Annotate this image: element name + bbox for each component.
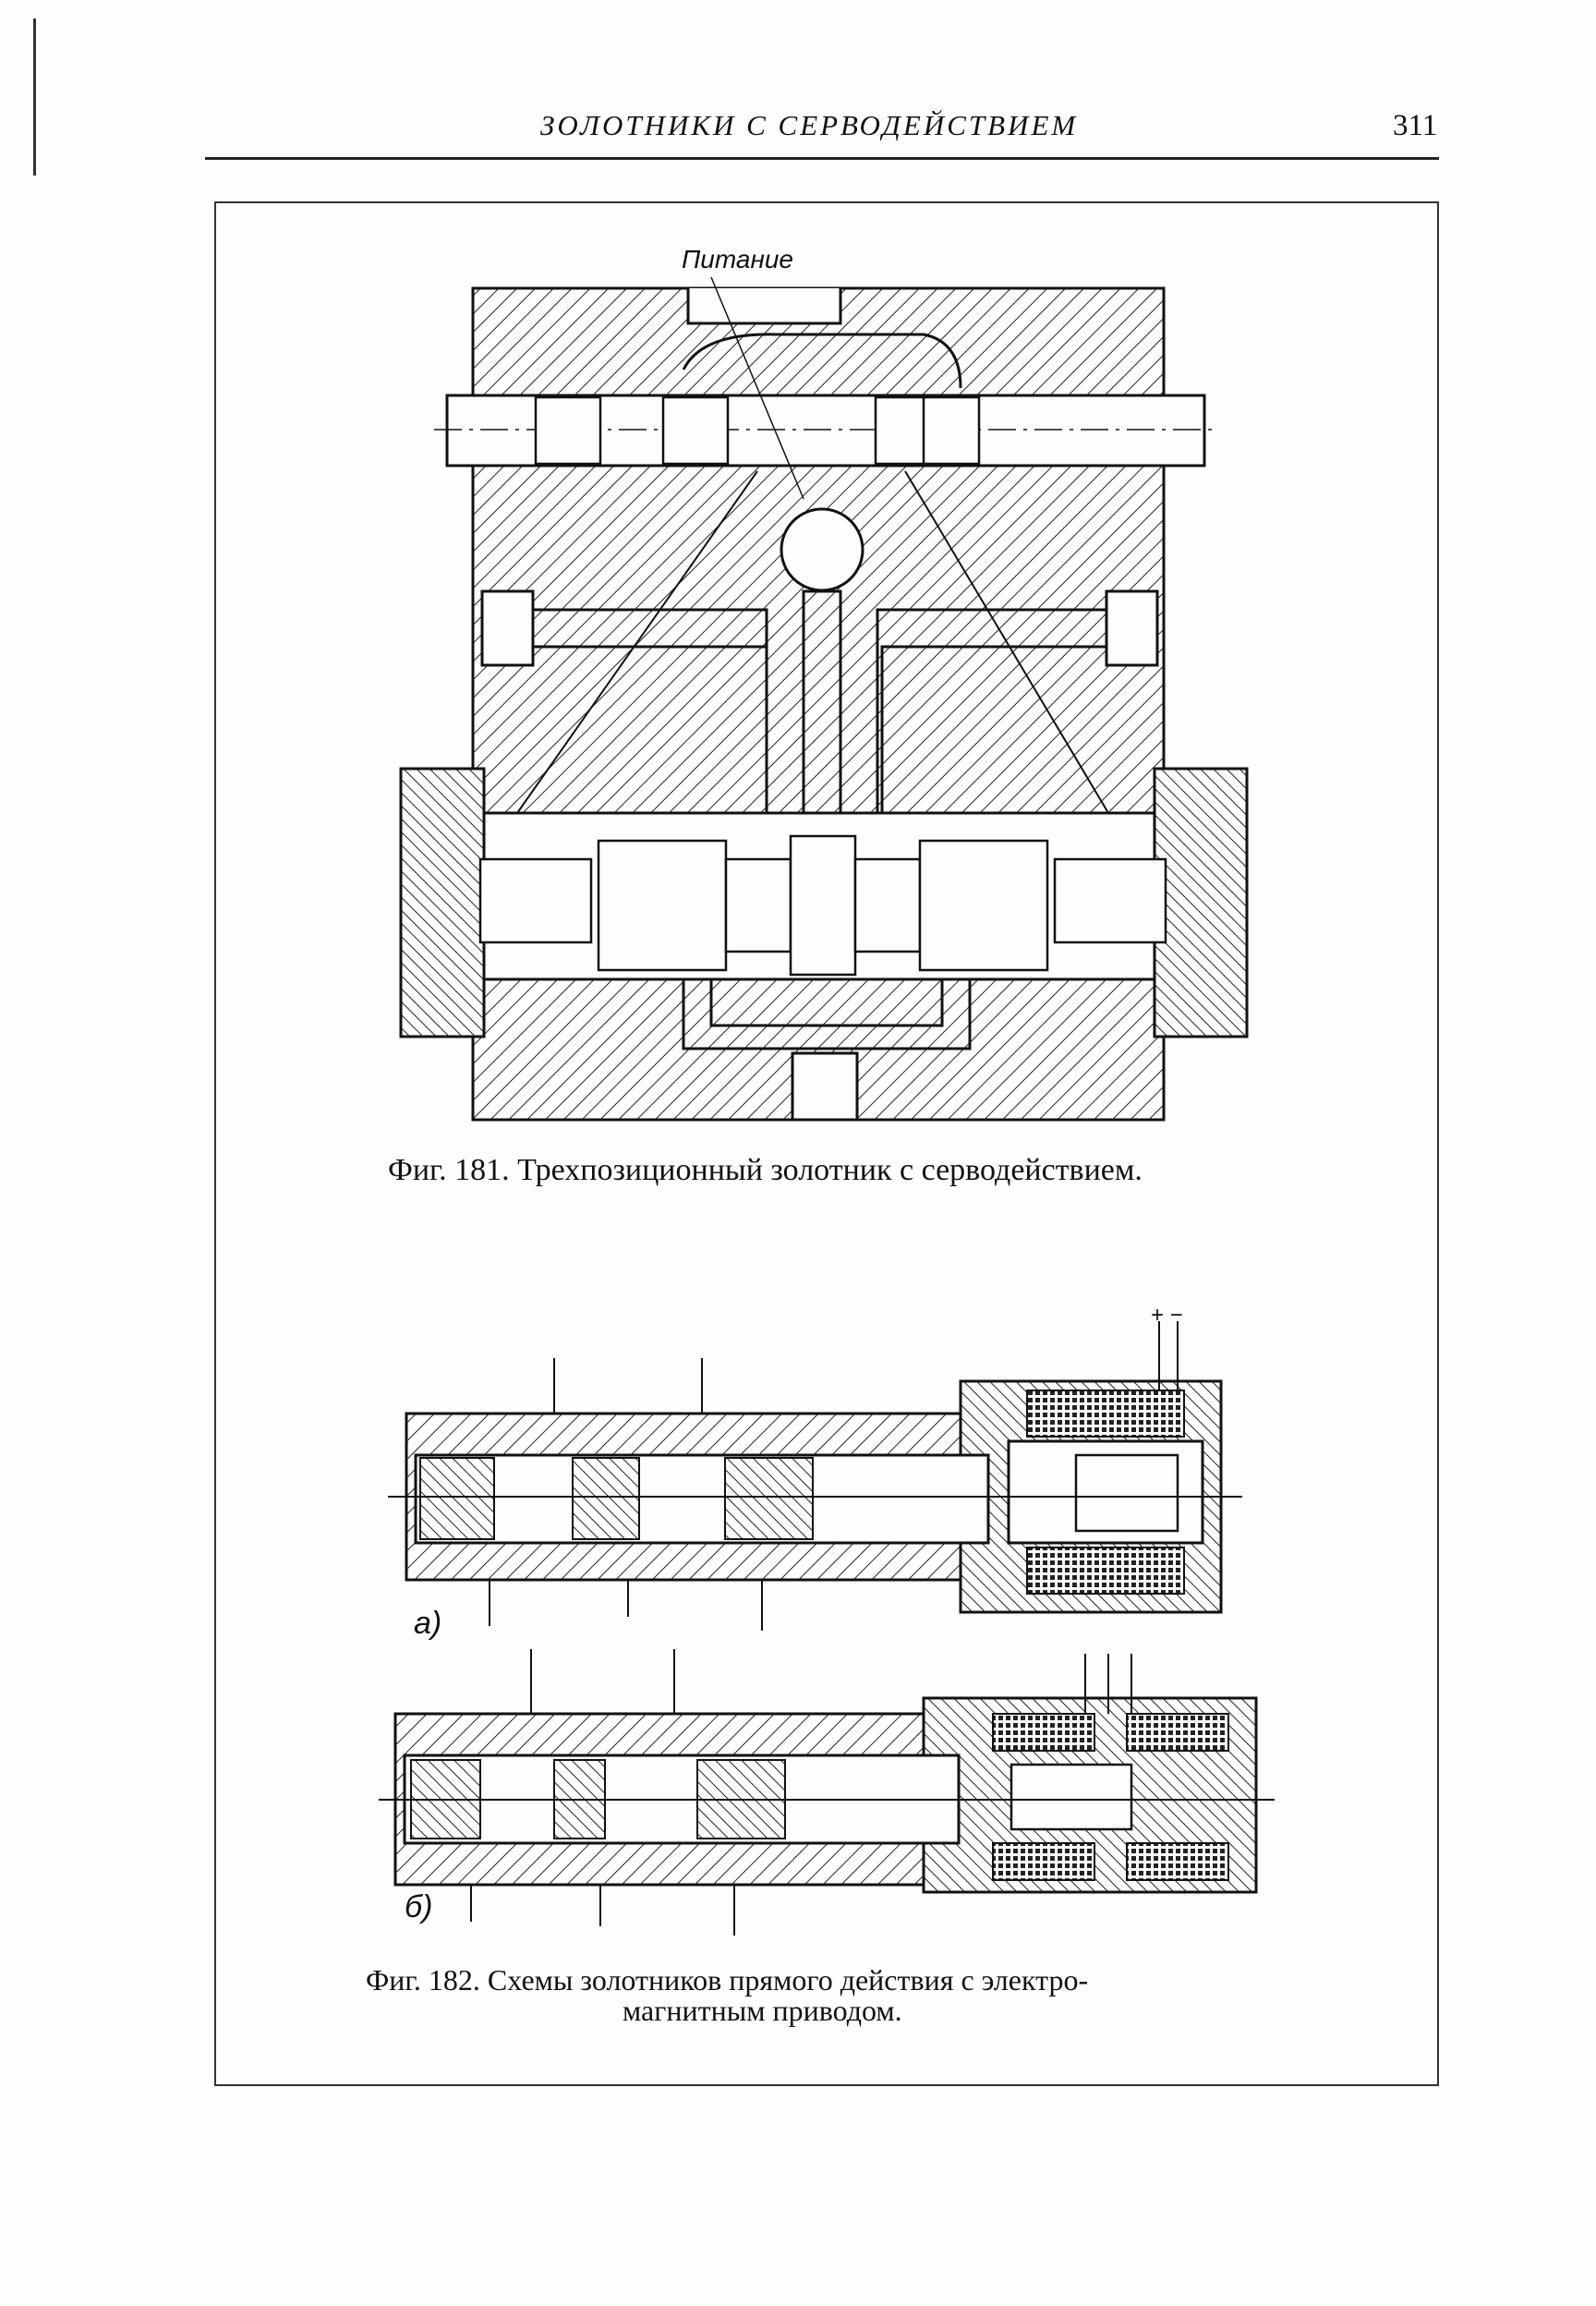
figure182-caption-line2: магнитным приводом. (623, 1994, 902, 2027)
subfigure-b-label: б) (405, 1889, 433, 1924)
header-rule (205, 157, 1439, 160)
terminal-signs: + − (1151, 1303, 1183, 1328)
figure182-caption-line1: Фиг. 182. Схемы золотников прямого дейст… (366, 1963, 1089, 1997)
feed-label: Питание (682, 245, 793, 273)
running-title: ЗОЛОТНИКИ С СЕРВОДЕЙСТВИЕМ (540, 109, 1079, 141)
fig181-valve-drawing (399, 276, 1249, 1122)
page-number: 311 (1393, 109, 1438, 142)
scan-mark (33, 18, 36, 176)
subfigure-a-label: а) (414, 1606, 442, 1641)
fig182b-drawing (379, 1649, 1275, 1936)
figure181-caption: Фиг. 181. Трехпозиционный золотник с сер… (388, 1153, 1143, 1187)
figure-frame (214, 201, 1439, 2086)
fig182a-drawing (388, 1321, 1242, 1631)
